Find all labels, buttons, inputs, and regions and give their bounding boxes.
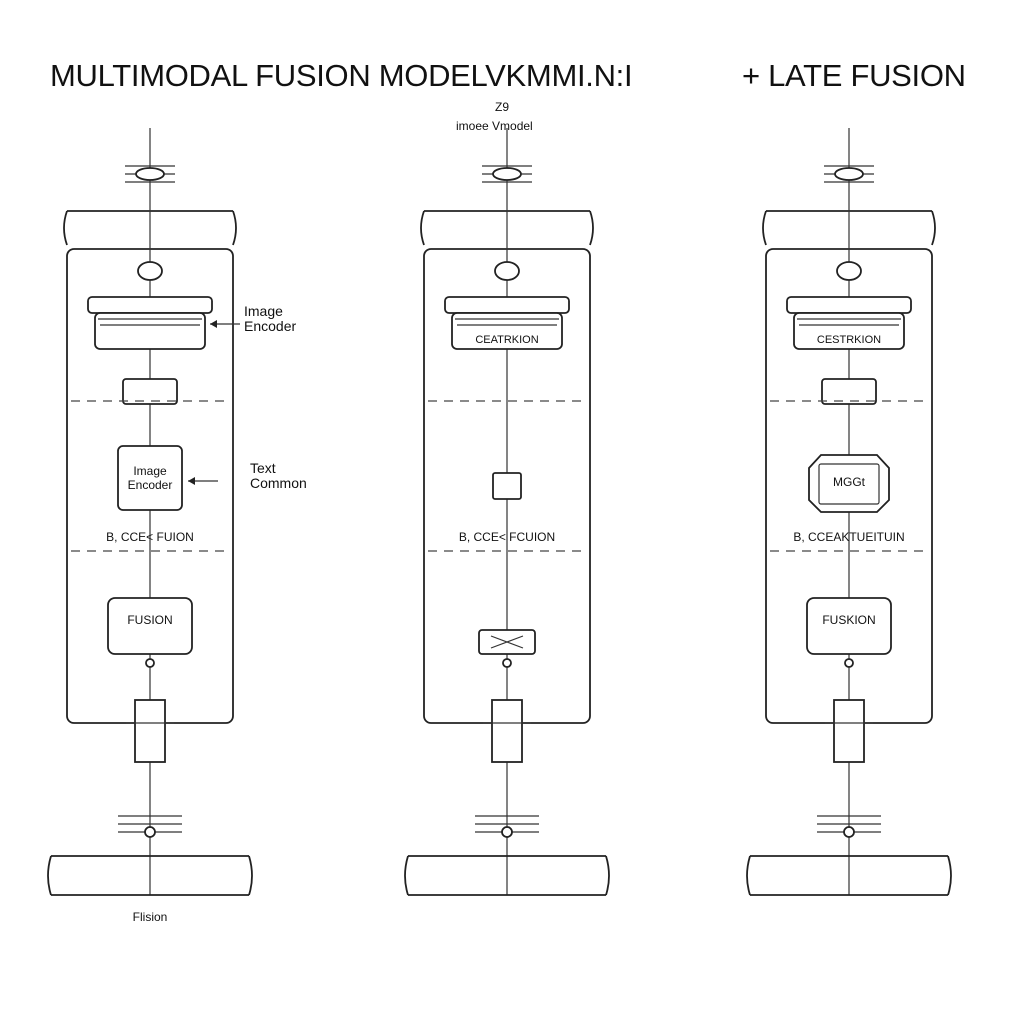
bottom-fusion-label: FUSKION — [822, 613, 875, 627]
encoder-hatching — [98, 318, 202, 326]
output-block — [491, 699, 523, 763]
footer-bar — [51, 855, 249, 896]
footer-label: Flision — [133, 910, 168, 924]
output-block — [833, 699, 865, 763]
bottom-fusion-box — [107, 597, 193, 655]
connector-node — [836, 261, 862, 281]
annotation-label: Common — [250, 475, 307, 491]
octagon-module — [808, 454, 890, 513]
encoder-tray — [793, 312, 905, 350]
small-block — [122, 378, 178, 405]
annotation-label: Encoder — [244, 318, 296, 334]
bottom-fusion-cross — [490, 635, 524, 649]
encoder-tray — [451, 312, 563, 350]
output-coil-node — [144, 826, 156, 838]
late-fusion-title: + LATE FUSION — [742, 58, 966, 93]
header-bar-sides — [762, 210, 936, 246]
diagram-title: MULTIMODAL FUSION MODELVKMMI.N:I — [50, 58, 632, 93]
header-bar-sides — [63, 210, 237, 246]
output-block — [134, 699, 166, 763]
footer-bar-sides — [47, 855, 253, 896]
small-block — [821, 378, 877, 405]
annotation-arrow-head — [188, 477, 195, 485]
column-2: CEATRKION B, CCE< FCUION — [404, 128, 610, 896]
footer-bar — [750, 855, 948, 896]
module-label: Image — [133, 464, 167, 478]
annotation-label: Text — [250, 460, 276, 476]
input-node — [492, 167, 522, 181]
column-3: CESTRKION MGGt B, CCEAKTUEITUIN FUSKION — [746, 128, 952, 896]
footer-bar-sides — [404, 855, 610, 896]
output-node — [502, 658, 512, 668]
header-bar-sides — [420, 210, 594, 246]
encoder-label: CEATRKION — [475, 334, 538, 346]
fusion-label: B, CCEAKTUEITUIN — [793, 530, 904, 544]
bottom-fusion-box — [806, 597, 892, 655]
encoder-tray-lid — [786, 296, 912, 314]
fusion-label: B, CCE< FUION — [106, 530, 194, 544]
footer-bar — [408, 855, 606, 896]
bottom-fusion-label: FUSION — [127, 613, 172, 627]
encoder-tray — [94, 312, 206, 350]
connector-node — [137, 261, 163, 281]
input-node — [834, 167, 864, 181]
module-label: MGGt — [833, 475, 866, 489]
encoder-tray-lid — [444, 296, 570, 314]
encoder-tray-lid — [87, 296, 213, 314]
output-node — [145, 658, 155, 668]
output-coil-node — [843, 826, 855, 838]
encoder-hatching — [455, 318, 559, 326]
input-node — [135, 167, 165, 181]
output-coil-node — [501, 826, 513, 838]
octagon-inner — [818, 463, 880, 505]
footer-bar-sides — [746, 855, 952, 896]
middle-caption-top: Z9 — [495, 100, 509, 114]
output-node — [844, 658, 854, 668]
encoder-module — [117, 445, 183, 511]
annotation-label: Image — [244, 303, 283, 319]
mini-module — [492, 472, 522, 500]
connector-node — [494, 261, 520, 281]
encoder-hatching — [797, 318, 901, 326]
encoder-label: CESTRKION — [817, 334, 881, 346]
middle-caption: imoee Vmodel — [456, 119, 533, 133]
fusion-label: B, CCE< FCUION — [459, 530, 555, 544]
annotation-arrow-head — [210, 320, 217, 328]
module-label: Encoder — [128, 478, 173, 492]
